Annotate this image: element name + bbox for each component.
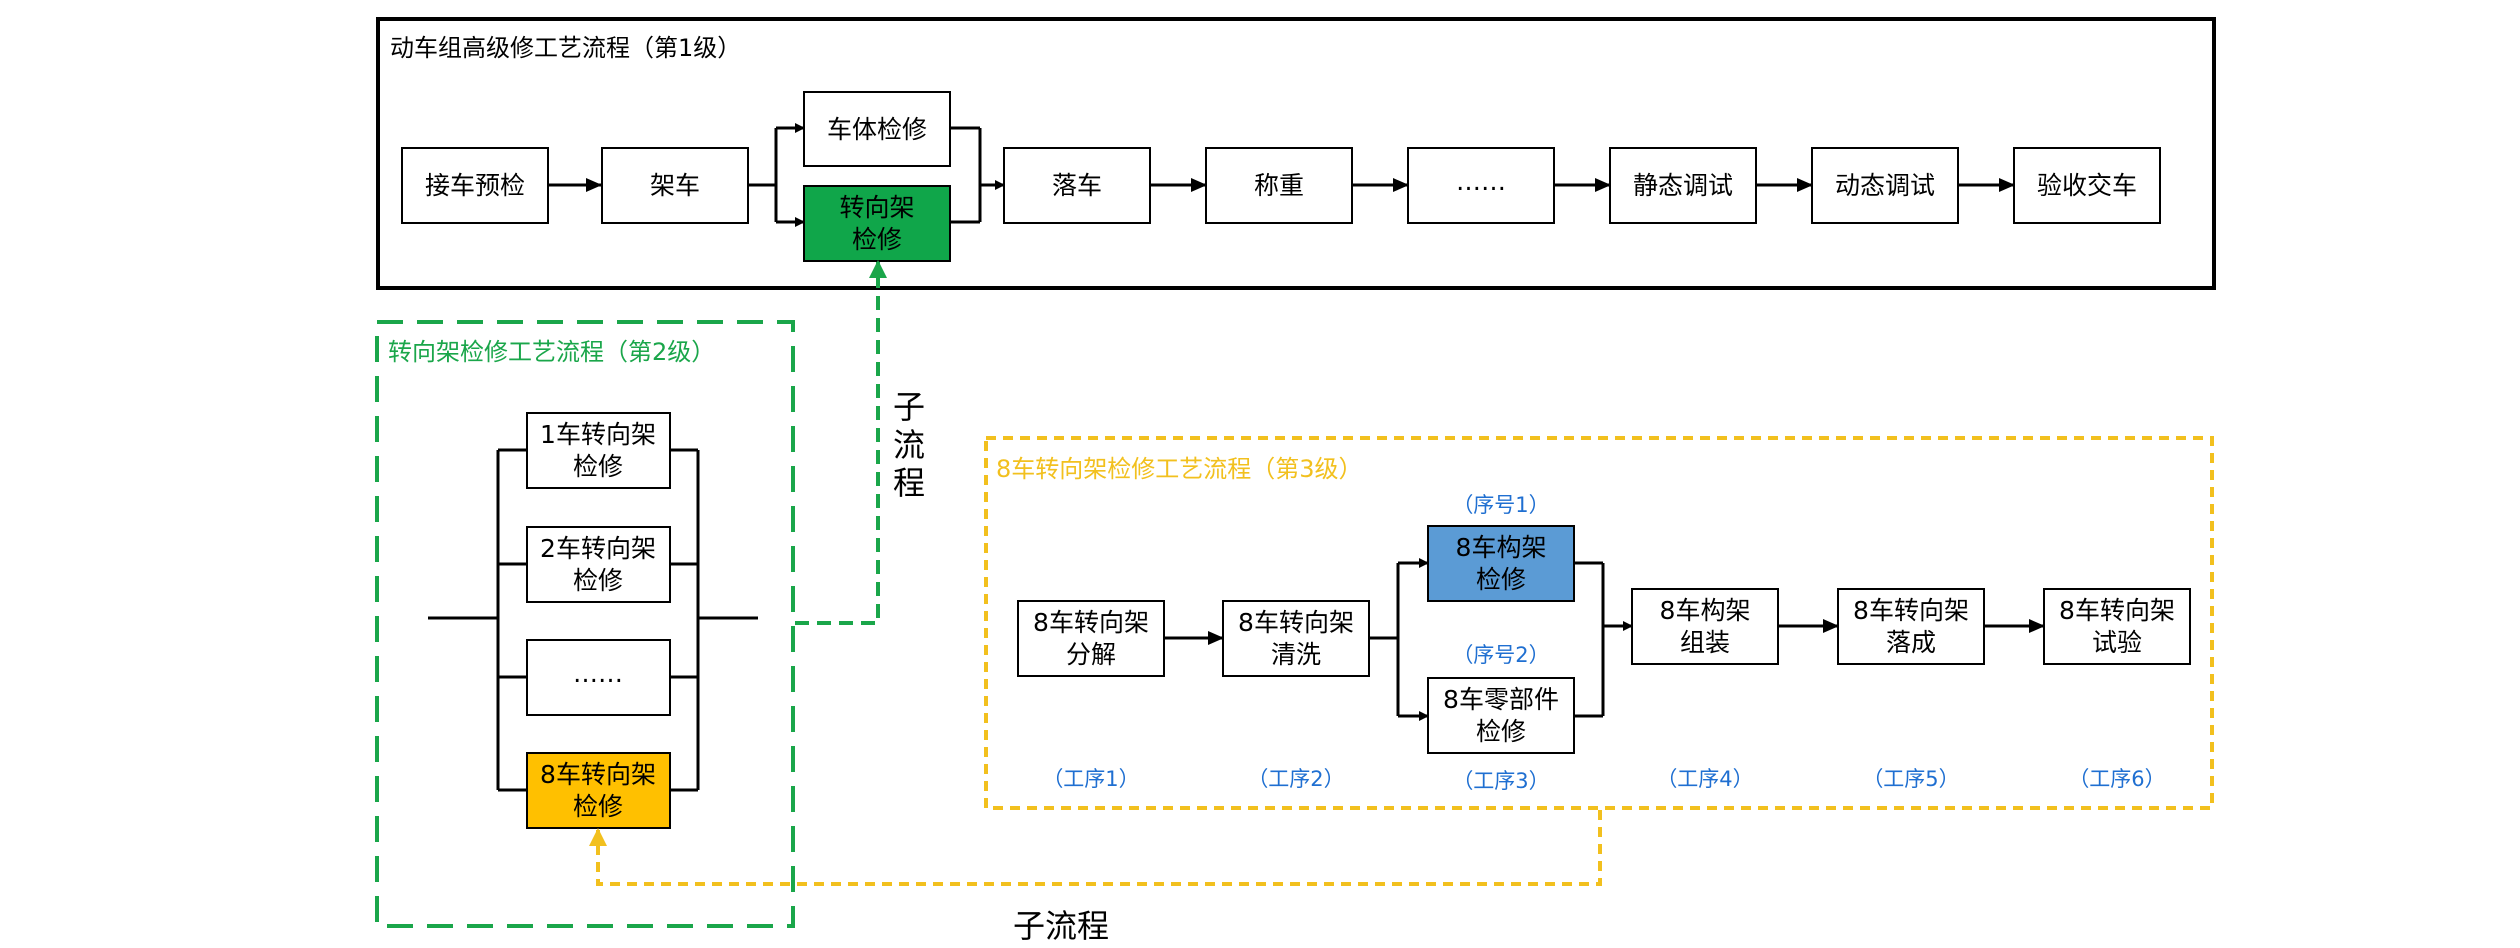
label-static: 静态调试 (1633, 171, 1733, 200)
label-weigh: 称重 (1254, 171, 1304, 200)
level1-title: 动车组高级修工艺流程（第1级） (390, 34, 741, 62)
node-l2-item4 (526, 752, 671, 829)
level2-frame: 转向架检修工艺流程（第2级） (375, 320, 795, 928)
label-dynamic: 动态调试 (1835, 171, 1935, 200)
subflow-bottom-label: 子流程 (1013, 907, 1109, 945)
level2-nodes (526, 412, 671, 829)
node-accept (2013, 147, 2161, 224)
label-l2-item4-line1: 8车转向架 (540, 760, 656, 789)
yellow-dashed-arrow (589, 810, 1602, 886)
label-bogie-line1: 转向架 (839, 193, 914, 222)
level1-border (376, 17, 2216, 290)
level3-connectors (1164, 558, 2045, 721)
label-l3-frame-line1: 8车构架 (1456, 533, 1547, 562)
label-l3-clean-line2: 清洗 (1271, 640, 1321, 669)
note-step2: （工序2） (1247, 767, 1344, 791)
note-step5: （工序5） (1862, 767, 1959, 791)
node-weigh (1205, 147, 1353, 224)
node-static (1609, 147, 1757, 224)
node-dynamic (1811, 147, 1959, 224)
label-l3-clean-line1: 8车转向架 (1238, 608, 1354, 637)
node-l3-parts (1427, 677, 1575, 754)
label-l3-parts-line2: 检修 (1476, 717, 1526, 746)
label-l2-item4-line2: 检修 (573, 792, 623, 821)
node-l2-item1 (526, 412, 671, 489)
note-seq1: （序号1） (1452, 493, 1549, 517)
note-step6: （工序6） (2068, 767, 2165, 791)
note-step4: （工序4） (1656, 767, 1753, 791)
label-l2-item1-line1: 1车转向架 (540, 420, 656, 449)
node-l3-test (2043, 588, 2191, 665)
node-pickup (401, 147, 549, 224)
level1-labels: 接车预检 架车 车体检修 转向架 检修 落车 称重 …… 静态调试 动态调试 验… (425, 115, 2137, 254)
node-l3-land (1837, 588, 1985, 665)
level2-title: 转向架检修工艺流程（第2级） (388, 338, 715, 366)
node-l3-clean (1222, 600, 1370, 677)
label-drop: 落车 (1052, 171, 1102, 200)
level2-connectors (428, 448, 758, 792)
label-l3-test-line1: 8车转向架 (2059, 596, 2175, 625)
green-dashed-arrow (795, 260, 887, 625)
note-step3: （工序3） (1452, 769, 1549, 793)
node-l2-item3 (526, 639, 671, 716)
level1-nodes (401, 91, 2161, 262)
label-l2-item3: …… (573, 659, 623, 688)
label-lift: 架车 (650, 171, 700, 200)
node-bogie (803, 185, 951, 262)
level1-connectors (548, 123, 2015, 227)
node-body (803, 91, 951, 167)
label-l3-frame-line2: 检修 (1476, 565, 1526, 594)
node-l2-item2 (526, 526, 671, 603)
label-l3-assemble-line2: 组装 (1680, 628, 1730, 657)
label-l3-parts-line1: 8车零部件 (1443, 685, 1559, 714)
level3-frame: 8车转向架检修工艺流程（第3级） (984, 436, 2214, 810)
label-l2-item1-line2: 检修 (573, 452, 623, 481)
node-ellipsis (1407, 147, 1555, 224)
level1-frame: 动车组高级修工艺流程（第1级） (376, 17, 2216, 290)
node-l3-disassemble (1017, 600, 1165, 677)
node-l3-frame (1427, 525, 1575, 602)
level3-title: 8车转向架检修工艺流程（第3级） (996, 455, 1363, 483)
yellow-subflow-connector (589, 810, 1602, 886)
label-l3-assemble-line1: 8车构架 (1660, 596, 1751, 625)
level3-labels: 8车转向架 分解 8车转向架 清洗 8车构架 检修 8车零部件 检修 8车构架 … (1033, 533, 2175, 746)
label-bogie-line2: 检修 (852, 225, 902, 254)
label-accept: 验收交车 (2037, 171, 2137, 200)
label-body: 车体检修 (827, 115, 927, 144)
label-l3-test-line2: 试验 (2092, 628, 2142, 657)
node-lift (601, 147, 749, 224)
level2-border (375, 320, 795, 928)
note-step1: （工序1） (1042, 767, 1139, 791)
subflow-char-3: 程 (893, 464, 925, 502)
green-subflow-connector (795, 260, 887, 625)
level3-nodes (1017, 525, 2191, 754)
node-l3-assemble (1631, 588, 1779, 665)
level3-border (984, 436, 2214, 810)
label-ellipsis: …… (1456, 167, 1506, 196)
subflow-vertical-label: 子 流 程 (893, 388, 925, 502)
level2-labels: 1车转向架 检修 2车转向架 检修 …… 8车转向架 检修 (540, 420, 656, 821)
level3-notes: （序号1） （序号2） （工序1） （工序2） （工序3） （工序4） （工序5… (1042, 493, 2165, 793)
label-l3-land-line2: 落成 (1886, 628, 1936, 657)
label-l3-disassemble-line1: 8车转向架 (1033, 608, 1149, 637)
note-seq2: （序号2） (1452, 643, 1549, 667)
subflow-char-1: 子 (893, 388, 925, 426)
label-l2-item2-line1: 2车转向架 (540, 534, 656, 563)
label-l3-land-line1: 8车转向架 (1853, 596, 1969, 625)
node-drop (1003, 147, 1151, 224)
label-l2-item2-line2: 检修 (573, 566, 623, 595)
label-pickup: 接车预检 (425, 171, 525, 200)
subflow-char-2: 流 (893, 426, 925, 464)
label-l3-disassemble-line2: 分解 (1066, 640, 1116, 669)
